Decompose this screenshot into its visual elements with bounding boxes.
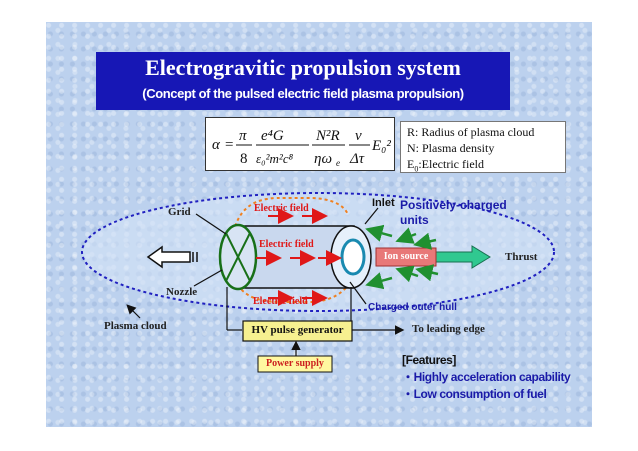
title-banner — [96, 52, 510, 110]
formula-omega-sub: e — [336, 158, 340, 168]
charged-hull-label: Charged outer hull — [368, 302, 457, 313]
grid-pointer — [195, 213, 227, 235]
formula-alpha: α — [212, 137, 221, 153]
nozzle-pointer — [193, 269, 223, 287]
thrust-label: Thrust — [505, 251, 538, 263]
slide-subtitle: (Concept of the pulsed electric field pl… — [142, 86, 464, 101]
grid-label: Grid — [168, 206, 191, 218]
ion-arrow-3 — [413, 232, 437, 250]
formula-e0sq: E₀² — [371, 138, 391, 154]
formula-n2r: N²R — [315, 128, 340, 144]
formula-delta-tau: Δτ — [349, 151, 365, 167]
legend-line-field: E0:Electric field — [407, 157, 484, 174]
formula-box: α = π 8 e⁴G ε₀²m²c⁸ N²R ηω e ν Δτ E₀² — [205, 117, 395, 171]
power-supply-box — [257, 355, 333, 373]
variable-legend: R: Radius of plasma cloud N: Plasma dens… — [400, 121, 566, 173]
hv-generator-box — [242, 320, 353, 342]
hv-generator-label: HV pulse generator — [251, 324, 344, 336]
feature-item: ・Highly acceleration capability — [402, 370, 571, 384]
formula-eight: 8 — [240, 151, 248, 167]
ion-arrow-6 — [415, 264, 439, 282]
legend-line-radius: R: Radius of plasma cloud — [407, 125, 535, 139]
ion-arrow-5 — [395, 265, 419, 283]
positively-charged-label: Positively-charged units — [400, 198, 507, 227]
thrust-arrow — [433, 245, 491, 269]
grid-cross-2 — [225, 232, 251, 282]
formula-e4g: e⁴G — [261, 128, 284, 144]
formula-nu: ν — [355, 128, 362, 144]
electric-field-label-bottom: Electric field — [253, 296, 308, 307]
legend-line-density: N: Plasma density — [407, 141, 495, 155]
inlet-ring — [340, 238, 366, 276]
exhaust-arrow — [146, 245, 191, 269]
feature-item: ・Low consumption of fuel — [402, 387, 547, 401]
inlet-pointer — [364, 207, 379, 225]
leading-edge-label: To leading edge — [412, 323, 485, 335]
formula-equals: = — [225, 137, 233, 153]
ion-source-label: Ion source — [383, 251, 429, 262]
electric-field-label-top: Electric field — [254, 203, 309, 214]
inlet-label: Inlet — [372, 197, 395, 209]
ion-arrow-1 — [365, 224, 393, 242]
formula-denom1: ε₀²m²c⁸ — [256, 151, 294, 166]
power-supply-label: Power supply — [266, 358, 324, 369]
electric-field-label-mid: Electric field — [259, 239, 314, 250]
hull-pointer — [349, 281, 367, 305]
plasma-cloud-pointer — [126, 304, 141, 319]
features-block: [Features] ・Highly acceleration capabili… — [402, 352, 571, 403]
plasma-cloud-label: Plasma cloud — [104, 320, 167, 332]
ion-arrow-4 — [365, 272, 393, 290]
nozzle-label: Nozzle — [166, 286, 198, 298]
formula-eta-omega: ηω — [314, 151, 332, 167]
formula-pi: π — [239, 128, 247, 144]
slide-title: Electrogravitic propulsion system — [145, 55, 461, 80]
field-line-top — [231, 197, 349, 251]
features-heading: [Features] — [402, 353, 457, 367]
formula-equation: α = π 8 e⁴G ε₀²m²c⁸ N²R ηω e ν Δτ E₀² — [212, 128, 391, 168]
